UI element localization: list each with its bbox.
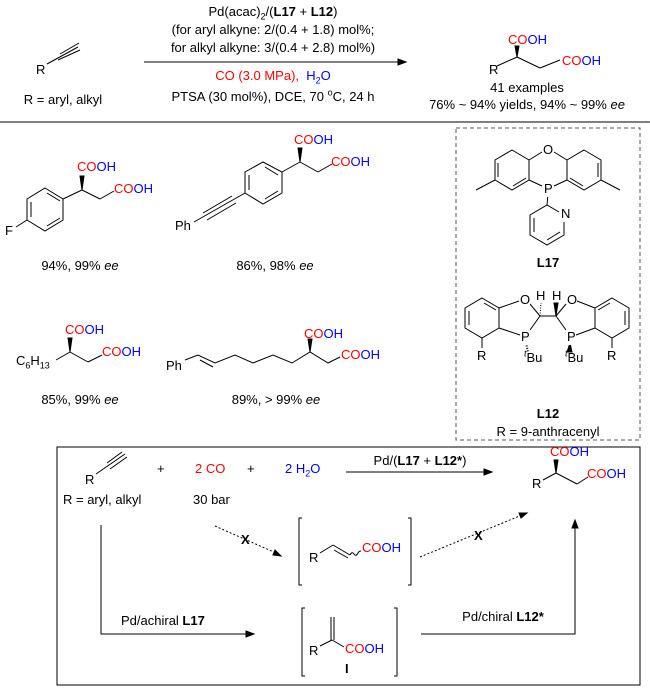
ex3-hexyl: C6H13 <box>16 353 50 371</box>
example-count: 41 examples <box>490 80 564 95</box>
unsat-r: R <box>309 550 319 565</box>
mechanism-product-skeleton <box>542 459 589 485</box>
l12-h-left: H <box>536 288 546 303</box>
ex2-cooh-1: COOH <box>294 132 333 147</box>
mech-r: R <box>85 472 95 487</box>
ligand-box <box>455 127 641 441</box>
l12-r-left: R <box>477 348 487 363</box>
mech-product-r: R <box>532 476 542 491</box>
l17-phosphorus: P <box>544 181 553 197</box>
l12-oxygen-right: O <box>567 292 578 308</box>
l17-oxygen: O <box>543 142 554 158</box>
plus-2: + <box>247 461 255 476</box>
ex1-cooh-2: COOH <box>114 181 153 196</box>
ex3-result: 85%, 99% ee <box>41 392 119 407</box>
ex2-result: 86%, 98% ee <box>236 258 314 273</box>
ex4-cooh-2: COOH <box>341 347 380 362</box>
l12-label: L12 <box>536 406 560 421</box>
blocked-path-2 <box>419 512 529 558</box>
alkyne-bond <box>46 42 81 65</box>
ex1-result: 94%, 99% ee <box>41 258 119 273</box>
mech-product-cooh-1: COOH <box>550 444 589 459</box>
chiral-path <box>421 518 579 635</box>
catalyst-line: Pd(acac)2/(L17 + L12) <box>208 4 338 22</box>
l12-structure <box>464 297 630 353</box>
alkyl-loading: for alkyl alkyne: 3/(0.4 + 2.8) mol%) <box>170 40 376 55</box>
ex4-result: 89%, > 99% ee <box>231 392 321 407</box>
unsat-cooh: COOH <box>362 540 401 555</box>
aryl-loading: (for aryl alkyne: 2/(0.4 + 1.8) mol%; <box>171 22 375 37</box>
l17-structure <box>475 149 621 246</box>
reactant-r-definition: R = aryl, alkyl <box>23 92 103 107</box>
blocked-mark-2: X <box>474 528 483 543</box>
l12-r-definition: R = 9-anthracenyl <box>496 424 600 439</box>
ex1-fluoro: F <box>5 223 13 238</box>
intermediate-cooh: COOH <box>345 641 384 656</box>
ex2-cooh-2: COOH <box>331 154 370 169</box>
l12-h-right: H <box>552 288 562 303</box>
reactant-r: R <box>36 62 46 77</box>
example-2-skeleton <box>193 147 333 223</box>
product-cooh-2: COOH <box>562 53 601 68</box>
blocked-mark-1: X <box>241 532 250 547</box>
intermediate-label: I <box>345 661 349 676</box>
ex1-cooh-1: COOH <box>77 159 116 174</box>
water: 2 H2O <box>285 461 321 479</box>
achiral-conditions: Pd/achiral L17 <box>121 613 205 628</box>
ex4-phenyl: Ph <box>166 358 182 373</box>
achiral-path <box>100 525 256 638</box>
carbon-monoxide: 2 CO <box>195 461 226 476</box>
co-pressure: 30 bar <box>193 492 230 507</box>
ex3-cooh-2: COOH <box>102 344 141 359</box>
unsaturated-acid-bracket <box>298 517 412 586</box>
blocked-path-1 <box>214 525 283 557</box>
additive-conditions: PTSA (30 mol%), DCE, 70 oC, 24 h <box>171 87 375 104</box>
l12-tbu-right: tBu <box>565 348 584 365</box>
intermediate-r: R <box>309 643 319 658</box>
ex3-cooh-1: COOH <box>65 322 104 337</box>
direct-conditions: Pd/(L17 + L12*) <box>373 453 467 468</box>
l12-phosphorus-left: P <box>521 329 530 345</box>
l12-oxygen-left: O <box>520 292 531 308</box>
yield-summary: 76% ~ 94% yields, 94% ~ 99% ee <box>429 97 625 112</box>
l17-nitrogen: N <box>561 206 571 222</box>
mech-r-definition: R = aryl, alkyl <box>63 492 142 507</box>
mechanism-alkyne <box>95 451 128 475</box>
ex4-cooh-1: COOH <box>304 326 343 341</box>
reaction-arrow <box>144 58 408 66</box>
mech-product-cooh-2: COOH <box>587 466 626 481</box>
plus-1: + <box>157 461 165 476</box>
example-3-skeleton <box>55 337 103 363</box>
l12-phosphorus-right: P <box>567 329 576 345</box>
product-r: R <box>489 62 499 77</box>
l17-label: L17 <box>536 255 560 270</box>
l12-tbu-left: tBu <box>524 348 543 365</box>
chiral-conditions: Pd/chiral L12* <box>462 609 544 624</box>
direct-arrow <box>346 468 494 476</box>
intermediate-i-bracket <box>301 607 398 677</box>
mechanism-box <box>56 446 641 686</box>
gas-conditions: CO (3.0 MPa), H2O <box>215 68 331 86</box>
ex2-phenyl: Ph <box>175 218 191 233</box>
example-1-skeleton <box>15 175 115 232</box>
product-skeleton <box>496 45 561 69</box>
l12-r-right: R <box>607 348 617 363</box>
product-cooh-1: COOH <box>508 32 547 47</box>
example-4-skeleton <box>184 338 341 368</box>
